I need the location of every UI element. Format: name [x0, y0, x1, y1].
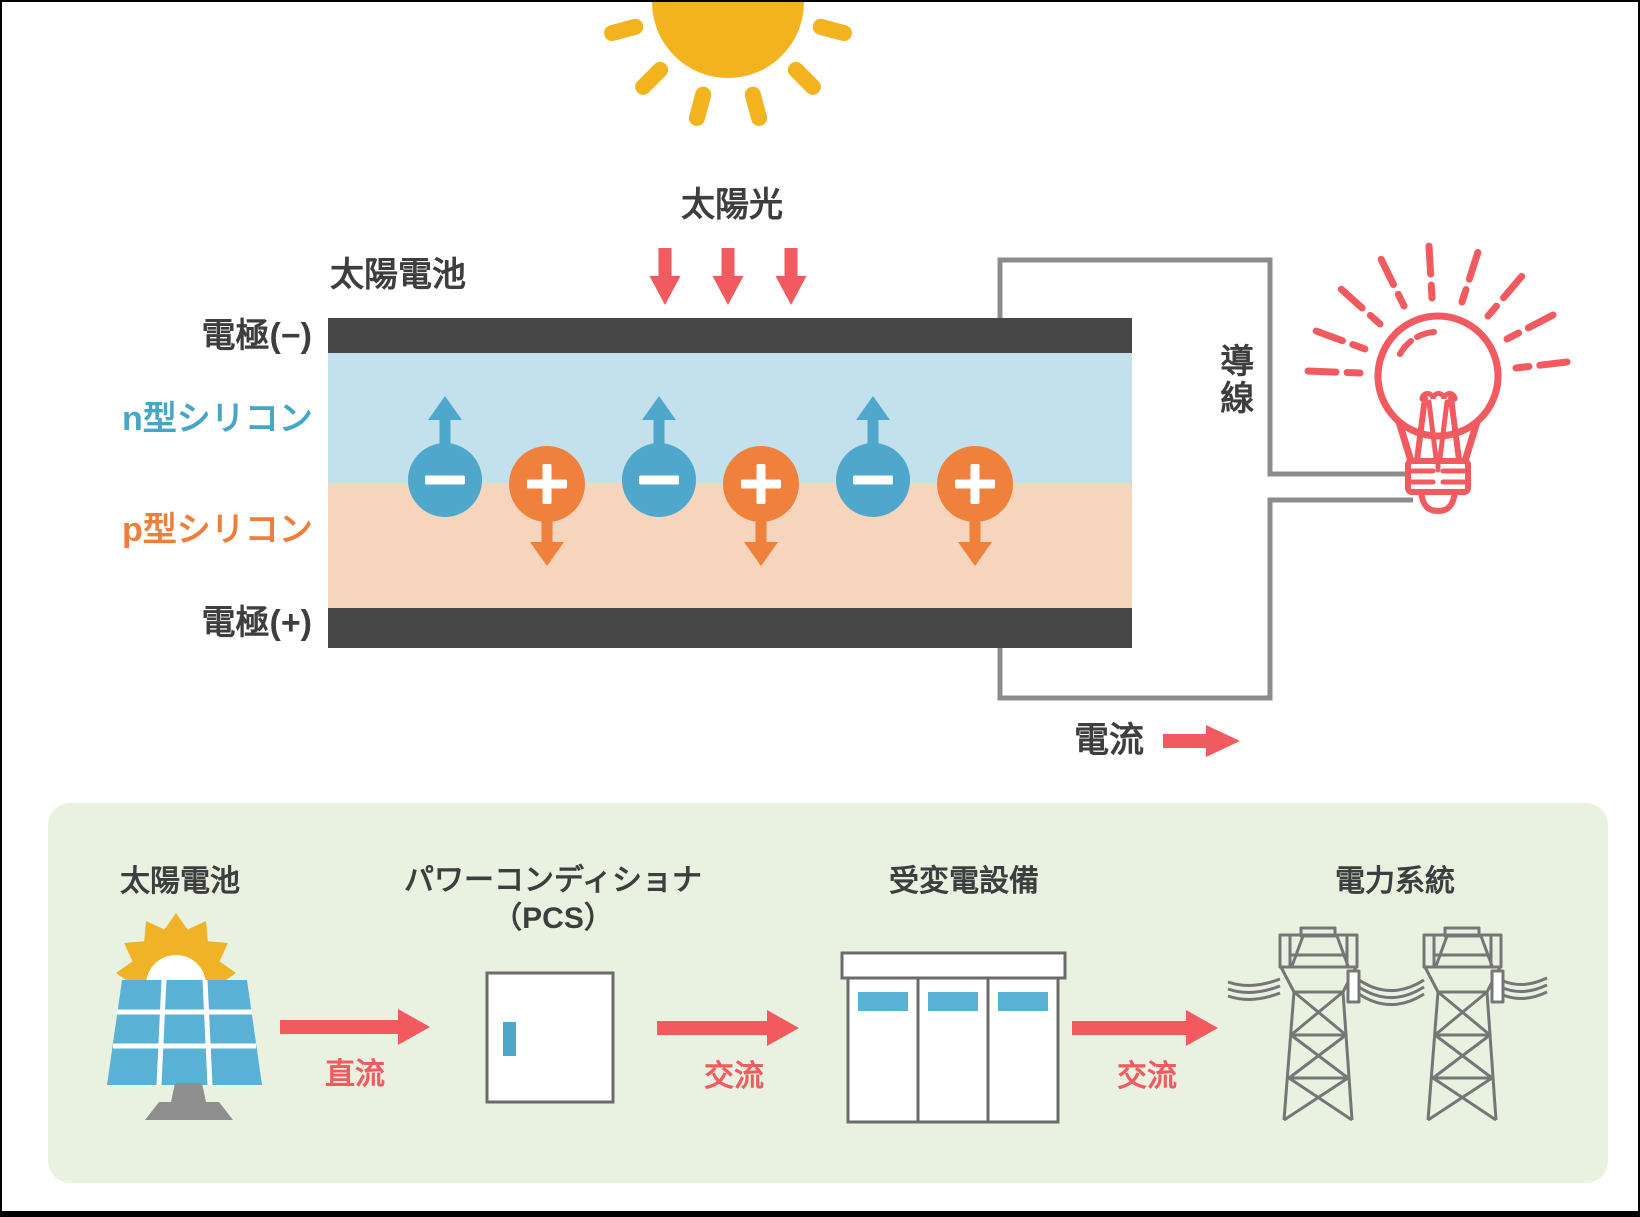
electron-icon: [408, 396, 482, 517]
minus-icon: [425, 475, 465, 485]
solar-panel-icon: [107, 913, 262, 1120]
light-bulb-icon: [1304, 242, 1571, 515]
current-arrow-icon: [1163, 725, 1240, 757]
electrode-top-label: 電極(−): [201, 317, 313, 355]
hole-icon: [509, 446, 585, 566]
pcs-box-icon: [485, 971, 615, 1104]
sunlight-arrows-icon: [649, 248, 807, 305]
electrode-bottom-label: 電極(+): [201, 604, 313, 642]
hole-icon: [723, 446, 799, 566]
flow-step-grid-label: 電力系統: [1335, 865, 1455, 898]
plus-icon: [741, 464, 781, 504]
minus-icon: [639, 475, 679, 485]
flow-step-pcs-label: パワーコンディショナ: [404, 864, 702, 897]
plus-icon: [527, 464, 567, 504]
electrode-bottom-layer: [328, 608, 1132, 648]
panel-stand: [145, 1083, 233, 1120]
sun-icon: [604, 2, 852, 126]
ac-arrow-icon: [657, 1010, 799, 1046]
p-layer-label: p型シリコン: [122, 511, 313, 549]
electron-icon: [836, 396, 910, 517]
flow-step-pcs-sublabel: （PCS）: [492, 902, 614, 935]
dc-arrow-icon: [280, 1009, 430, 1045]
ac-arrow-label: 交流: [704, 1060, 764, 1093]
circuit-wire: [997, 257, 1413, 701]
minus-icon: [853, 475, 893, 485]
flow-step-substation-label: 受変電設備: [889, 865, 1039, 898]
cell-title: 太陽電池: [330, 256, 466, 294]
flow-step-solar-cell-label: 太陽電池: [120, 865, 240, 898]
wire-label: 導線: [1214, 343, 1253, 417]
power-grid-icon: [1227, 926, 1548, 1122]
electron-icon: [622, 396, 696, 517]
sunlight-label: 太陽光: [681, 186, 783, 224]
n-layer-label: n型シリコン: [122, 400, 313, 438]
flow-arrows: [280, 1009, 1218, 1046]
ac-arrow-label: 交流: [1117, 1060, 1177, 1093]
electrode-top-layer: [328, 318, 1132, 353]
current-label: 電流: [1073, 721, 1144, 760]
hole-icon: [937, 446, 1013, 566]
ac-arrow-icon: [1072, 1010, 1218, 1046]
plus-icon: [955, 464, 995, 504]
power-lines: [1227, 976, 1548, 1006]
dc-arrow-label: 直流: [325, 1058, 385, 1091]
solar-cell-layers: [328, 318, 1132, 648]
flow-panel-background: [48, 803, 1608, 1183]
substation-icon: [840, 951, 1067, 1124]
bulb-rays: [1304, 242, 1571, 377]
